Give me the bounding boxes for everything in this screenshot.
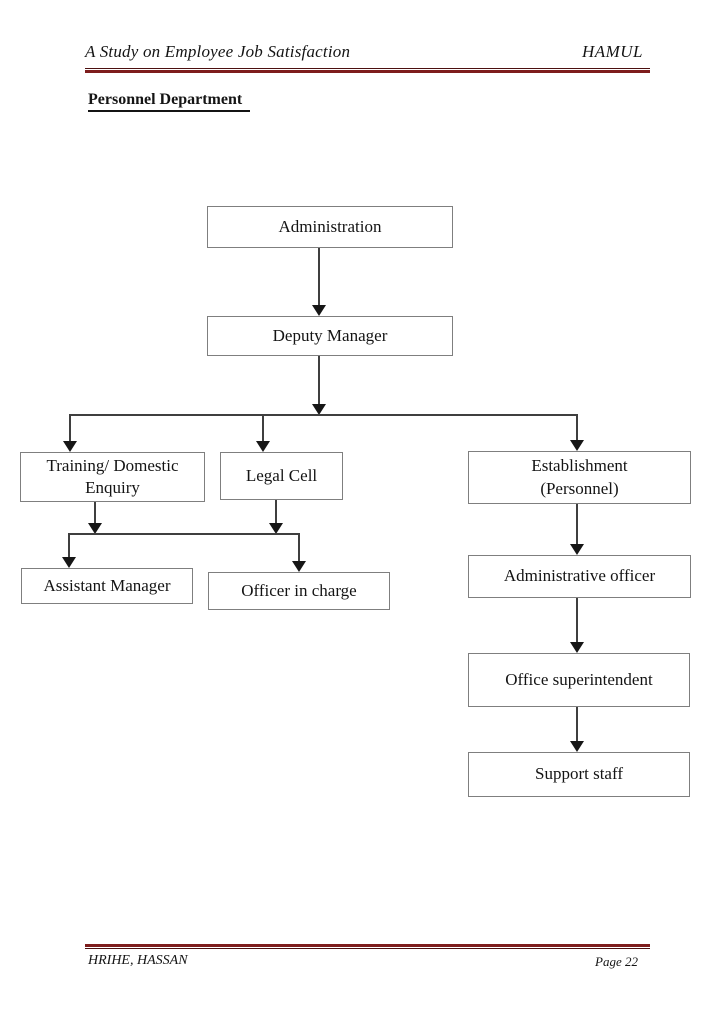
node-assistant-manager: Assistant Manager: [21, 568, 193, 604]
connector-superintendent-support-staff-line: [576, 707, 578, 741]
node-label: Administration: [278, 216, 382, 236]
connector-legal-down-line: [275, 500, 277, 523]
node-label: Legal Cell: [245, 465, 318, 485]
header-rule-thin-line: [85, 68, 650, 69]
node-label: Assistant Manager: [43, 575, 171, 595]
connector-to-training-line: [69, 416, 71, 441]
connector-establishment-admin-officer-line: [576, 504, 578, 544]
footer-institution: HRIHE, HASSAN: [88, 953, 188, 968]
node-label: Support staff: [535, 764, 623, 784]
connector-to-assistant-manager-line: [68, 535, 70, 557]
node-administration: Administration: [207, 206, 453, 248]
header-org-name: HAMUL: [581, 42, 643, 61]
footer-rule-thick-line: [85, 944, 650, 947]
connector-to-legal-cell-line: [262, 416, 264, 441]
connector-level3-horizontal-line: [69, 414, 578, 416]
connector-training-down-line: [94, 502, 96, 523]
node-label: Office superintendent: [505, 669, 653, 689]
node-label: Officer in charge: [241, 580, 357, 600]
node-legal-cell: Legal Cell: [220, 452, 343, 500]
node-label: Deputy Manager: [272, 325, 388, 345]
header-rule-thick-line: [85, 70, 650, 73]
connector-to-establishment-line: [576, 416, 578, 440]
node-label: Administrative officer: [503, 566, 656, 586]
footer-rule: [85, 944, 650, 949]
node-establishment-personnel: Establishment (Personnel): [468, 451, 691, 504]
arrow-down-icon: [312, 404, 326, 415]
arrow-down-icon: [269, 523, 283, 534]
header-title: A Study on Employee Job Satisfaction: [85, 42, 351, 61]
arrow-down-icon: [63, 441, 77, 452]
node-label-line1: Training/ Domestic: [46, 455, 179, 475]
node-support-staff: Support staff: [468, 752, 690, 797]
arrow-down-icon: [570, 544, 584, 555]
node-label-line2: Enquiry: [85, 478, 140, 497]
arrow-down-icon: [62, 557, 76, 568]
node-deputy-manager: Deputy Manager: [207, 316, 453, 356]
arrow-down-icon: [570, 440, 584, 451]
header-rule: [85, 68, 650, 73]
footer-rule-thin-line: [85, 948, 650, 949]
node-officer-in-charge: Officer in charge: [208, 572, 390, 610]
node-label-line2: (Personnel): [540, 478, 619, 498]
footer-page-number: Page 22: [595, 954, 638, 969]
arrow-down-icon: [88, 523, 102, 534]
arrow-down-icon: [312, 305, 326, 316]
connector-administration-deputy-line: [318, 248, 320, 305]
connector-deputy-split-line: [318, 356, 320, 404]
section-title: Personnel Department: [88, 91, 251, 112]
arrow-down-icon: [570, 741, 584, 752]
arrow-down-icon: [256, 441, 270, 452]
arrow-down-icon: [292, 561, 306, 572]
connector-to-officer-in-charge-line: [298, 535, 300, 561]
connector-admin-officer-superintendent-line: [576, 598, 578, 642]
node-training-domestic-enquiry: Training/ Domestic Enquiry: [20, 452, 205, 502]
node-office-superintendent: Office superintendent: [468, 653, 690, 707]
connector-level4-horizontal-line: [68, 533, 300, 535]
arrow-down-icon: [570, 642, 584, 653]
node-administrative-officer: Administrative officer: [468, 555, 691, 598]
node-label-line1: Establishment: [531, 456, 628, 476]
